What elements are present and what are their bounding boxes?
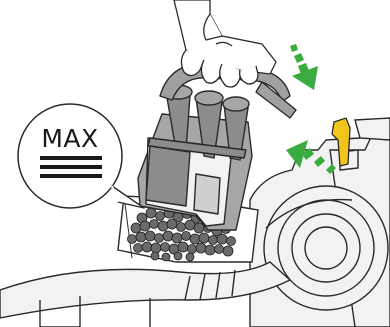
max-line-2 (40, 165, 102, 169)
max-label: MAX (41, 124, 98, 153)
clear-bin (138, 85, 252, 230)
top-right-arrow (290, 44, 318, 90)
max-line-1 (40, 156, 102, 160)
max-fill-line-callout: MAX (18, 104, 144, 208)
max-line-3 (40, 174, 102, 178)
ball-wheel (264, 186, 388, 310)
hose (0, 262, 290, 318)
